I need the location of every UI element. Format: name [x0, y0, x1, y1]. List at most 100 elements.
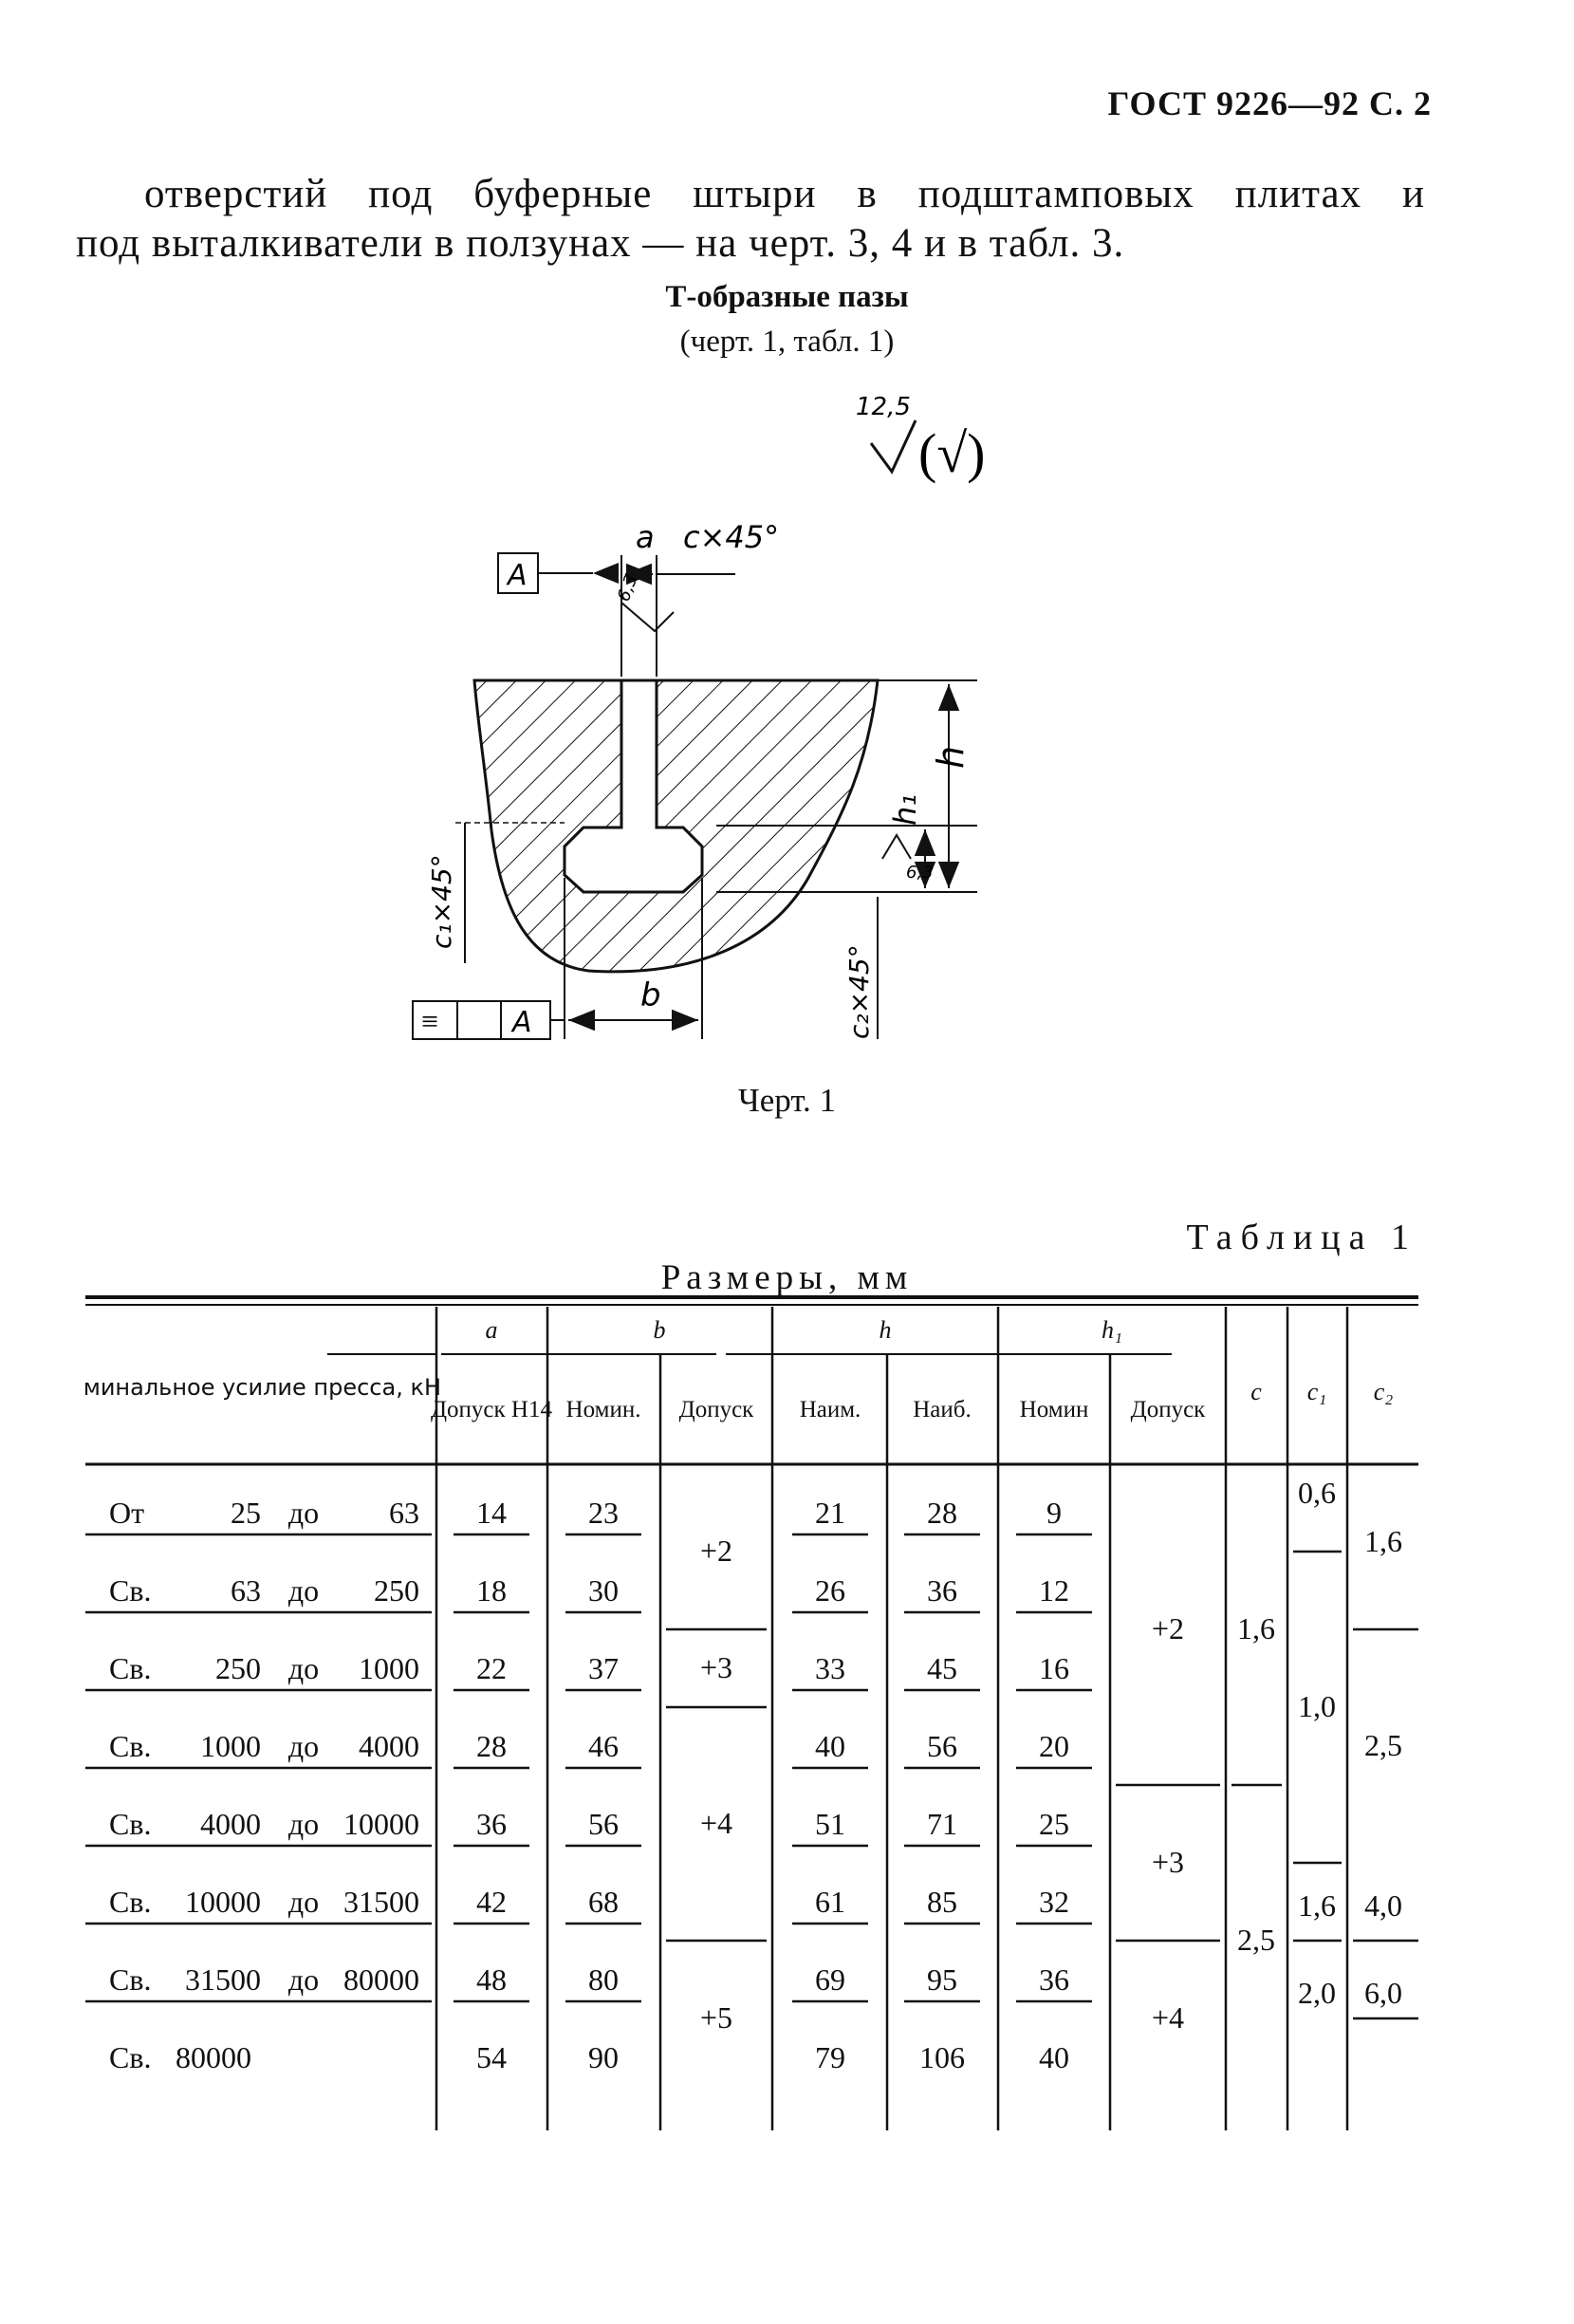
row-to: 250	[374, 1573, 419, 1608]
table-merged-cells: +2+3+4+5+2+3+41,62,50,61,01,62,01,62,54,…	[666, 1476, 1418, 2035]
header-c: c	[1250, 1378, 1262, 1405]
cell-hmin: 21	[815, 1496, 845, 1530]
merged-c2-1: 1,6	[1364, 1524, 1402, 1558]
header-a-tol: Допуск H14	[431, 1397, 552, 1422]
merged-c2-2: 2,5	[1364, 1728, 1402, 1762]
cell-hmin: 61	[815, 1885, 845, 1919]
merged-h1-tol-3: +4	[1152, 2000, 1184, 2035]
row-prefix: Св.	[109, 1651, 151, 1685]
row-mid: до	[288, 1573, 319, 1608]
roughness-bottom-label: 6,3	[906, 863, 934, 883]
header-h-max: Наиб.	[913, 1397, 972, 1422]
cell-a: 18	[476, 1573, 507, 1608]
row-from: 63	[231, 1573, 261, 1608]
header-b-tol: Допуск	[679, 1397, 755, 1422]
cell-h1: 36	[1039, 1962, 1069, 1997]
header-h1-nom: Номин	[1020, 1397, 1089, 1422]
cell-a: 28	[476, 1729, 507, 1763]
cell-b: 46	[588, 1729, 619, 1763]
cell-b: 90	[588, 2040, 619, 2074]
intro-text-line-2: под выталкиватели в ползунах — на черт. …	[76, 221, 1125, 266]
cell-hmin: 79	[815, 2040, 845, 2074]
cell-h1: 32	[1039, 1885, 1069, 1919]
datum-a-label: A	[506, 559, 528, 592]
page-header-ref: ГОСТ 9226—92 С. 2	[1107, 84, 1432, 122]
row-from: 25	[231, 1496, 261, 1530]
cell-a: 36	[476, 1807, 507, 1841]
roughness-paren-symbol: (√)	[918, 422, 985, 484]
header-force-line: Номинальное усилие пресса, кН	[85, 1374, 441, 1401]
roughness-top-symbol	[869, 419, 917, 474]
cell-hmin: 51	[815, 1807, 845, 1841]
row-from: 80000	[176, 2040, 251, 2074]
cell-hmax: 85	[927, 1885, 957, 1919]
row-prefix: Св.	[109, 1885, 151, 1919]
cell-hmax: 45	[927, 1651, 957, 1685]
intro-text-line-1: отверстий под буферные штыри в подштампо…	[144, 172, 1425, 216]
cell-h1: 20	[1039, 1729, 1069, 1763]
header-force: Номинальное усилие пресса, кН	[85, 1374, 441, 1401]
row-to: 4000	[359, 1729, 419, 1763]
row-to: 10000	[343, 1807, 419, 1841]
cell-hmin: 69	[815, 1962, 845, 1997]
drawing-caption: Черт. 1	[738, 1082, 836, 1119]
row-from: 250	[215, 1651, 261, 1685]
cell-a: 22	[476, 1651, 507, 1685]
merged-c1-1: 0,6	[1298, 1476, 1336, 1510]
row-from: 4000	[200, 1807, 261, 1841]
row-prefix: Св.	[109, 1729, 151, 1763]
row-from: 31500	[185, 1962, 261, 1997]
row-prefix: Св.	[109, 2040, 151, 2074]
cell-hmax: 56	[927, 1729, 957, 1763]
section-ref: (черт. 1, табл. 1)	[679, 325, 895, 359]
row-prefix: Св.	[109, 1573, 151, 1608]
section-title: Т-образные пазы	[665, 280, 909, 314]
chamfer-c-label: c×45°	[683, 519, 779, 555]
cell-a: 54	[476, 2040, 507, 2074]
row-mid: до	[288, 1729, 319, 1763]
cell-b: 68	[588, 1885, 619, 1919]
header-h-min: Наим.	[800, 1397, 861, 1422]
header-c2: c₂	[1374, 1378, 1394, 1405]
header-b: b	[654, 1316, 666, 1344]
cell-b: 23	[588, 1496, 619, 1530]
row-from: 1000	[200, 1729, 261, 1763]
merged-b-tol-2: +3	[700, 1650, 732, 1684]
merged-b-tol-3: +4	[700, 1806, 732, 1840]
row-to: 1000	[359, 1651, 419, 1685]
merged-c1-3: 1,6	[1298, 1888, 1336, 1923]
header-h: h	[880, 1316, 892, 1344]
cell-hmin: 26	[815, 1573, 845, 1608]
merged-c2-4: 6,0	[1364, 1976, 1402, 2010]
row-from: 10000	[185, 1885, 261, 1919]
merged-c2-3: 4,0	[1364, 1888, 1402, 1923]
merged-c-2: 2,5	[1237, 1923, 1275, 1957]
cell-h1: 12	[1039, 1573, 1069, 1608]
symmetry-icon: ≡	[421, 1004, 438, 1038]
cell-b: 30	[588, 1573, 619, 1608]
cell-h1: 25	[1039, 1807, 1069, 1841]
cell-hmax: 71	[927, 1807, 957, 1841]
cell-h1: 40	[1039, 2040, 1069, 2074]
specification-table: Номинальное усилие пресса, кН a b h h₁ c…	[85, 1295, 1418, 2130]
row-to: 31500	[343, 1885, 419, 1919]
dim-b-label: b	[640, 976, 661, 1014]
merged-h1-tol-2: +3	[1152, 1845, 1184, 1879]
t-slot-profile	[563, 679, 704, 894]
merged-b-tol-1: +2	[700, 1534, 732, 1568]
cell-a: 48	[476, 1962, 507, 1997]
datum-triangle	[593, 563, 619, 584]
merged-b-tol-4: +5	[700, 2000, 732, 2035]
dim-a-label: a	[636, 519, 655, 555]
roughness-top-label: 12,5	[856, 393, 911, 421]
cell-b: 37	[588, 1651, 619, 1685]
row-mid: до	[288, 1807, 319, 1841]
